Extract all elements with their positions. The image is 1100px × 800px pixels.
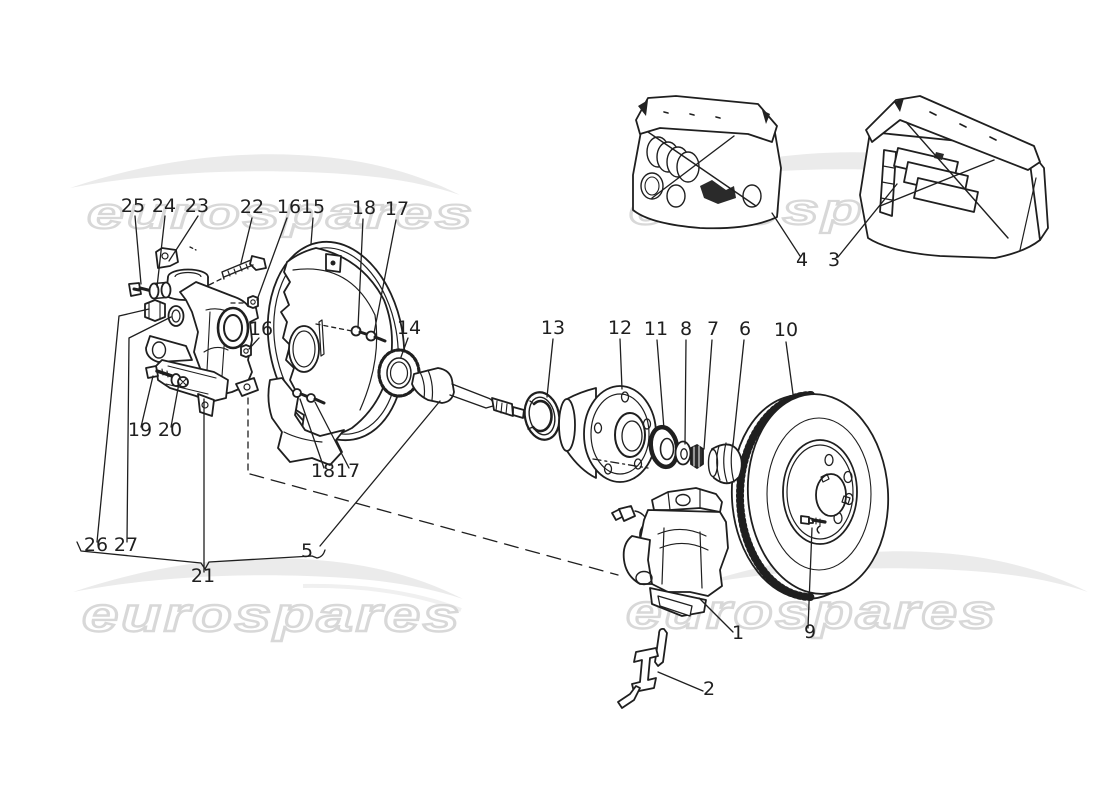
part-label-27: 27 xyxy=(114,534,138,556)
wheel-bolt-9-drawing xyxy=(800,515,827,526)
watermark-text: eurospares xyxy=(87,189,475,238)
knuckle-bearing-bore xyxy=(216,306,250,350)
part-label-20: 20 xyxy=(158,419,182,441)
part-label-24: 24 xyxy=(152,195,176,217)
shield-screws-lower xyxy=(292,388,326,405)
part-number-labels: 25 24 23 22 16 15 18 17 14 16 13 12 11 8… xyxy=(84,195,840,700)
part-label-19: 19 xyxy=(128,419,152,441)
part-label-13: 13 xyxy=(541,317,565,339)
shaft-assembly-leader xyxy=(319,400,441,547)
bearing-13-drawing xyxy=(523,391,561,441)
pad-spring-clip-drawing xyxy=(617,627,668,709)
nut-7-drawing xyxy=(690,444,704,469)
oil-seal-14-drawing xyxy=(377,348,421,398)
part-label-2: 2 xyxy=(703,678,715,700)
part-label-22: 22 xyxy=(240,196,264,218)
part-label-4: 4 xyxy=(796,249,808,271)
watermark-bottom-left: eurospares xyxy=(73,558,463,643)
shield-screws-upper xyxy=(350,325,387,343)
bolt-19-drawing xyxy=(145,365,174,379)
shield-lower-flap xyxy=(267,377,345,466)
part-label-23: 23 xyxy=(185,195,209,217)
part-label-17-top: 17 xyxy=(385,198,409,220)
part-label-16-top: 16 xyxy=(277,196,301,218)
seal-kit-bag-drawing xyxy=(632,95,782,230)
part-label-17-bottom: 17 xyxy=(336,460,360,482)
watermark-top-left: eurospares xyxy=(70,154,475,239)
pad-kit-bag-drawing xyxy=(859,95,1049,259)
part-label-6: 6 xyxy=(739,318,751,340)
car-swoosh-echo xyxy=(302,583,462,612)
part-label-10: 10 xyxy=(774,319,798,341)
brake-disc-drawing xyxy=(730,391,890,601)
bearing-11-drawing xyxy=(648,424,680,470)
fitting-25-drawing xyxy=(128,282,154,297)
part-label-3: 3 xyxy=(828,249,840,271)
brake-caliper-drawing xyxy=(611,487,729,617)
bolt-20-drawing xyxy=(170,373,189,388)
group-bracket-line xyxy=(76,541,326,570)
leader-lines xyxy=(76,183,898,692)
part-label-25: 25 xyxy=(121,195,145,217)
grease-cap-6-drawing xyxy=(707,442,743,485)
part-label-7: 7 xyxy=(707,318,719,340)
bushing-24-drawing xyxy=(148,281,172,300)
shield-hub-hole xyxy=(288,325,320,373)
part-label-21: 21 xyxy=(191,565,215,587)
drive-shaft-drawing xyxy=(411,367,525,419)
part-label-5: 5 xyxy=(301,540,313,562)
hub-12-drawing xyxy=(558,385,657,483)
part-label-11: 11 xyxy=(644,318,668,340)
part-label-1: 1 xyxy=(732,622,744,644)
part-label-14: 14 xyxy=(397,317,421,339)
bore-notch xyxy=(816,525,821,534)
part-label-12: 12 xyxy=(608,317,632,339)
part-label-18-top: 18 xyxy=(352,197,376,219)
nut-16-upper-drawing xyxy=(247,295,259,309)
construction-lines xyxy=(189,246,649,576)
washer-8-drawing xyxy=(674,440,692,466)
diagram-artwork xyxy=(128,95,1049,709)
caliper-bolt-22-drawing xyxy=(221,255,267,280)
part-label-15: 15 xyxy=(301,196,325,218)
dust-shield-drawing xyxy=(266,240,406,466)
part-label-8: 8 xyxy=(680,318,692,340)
part-label-18-bottom: 18 xyxy=(311,460,335,482)
pivot-nut-washer-drawing xyxy=(144,299,185,327)
watermark-text: eurospares xyxy=(82,589,462,642)
shield-slot xyxy=(318,319,325,357)
part-label-9: 9 xyxy=(804,621,816,643)
nut-16-mid-drawing xyxy=(240,344,252,358)
caliper-position-line xyxy=(249,473,619,576)
part-label-26: 26 xyxy=(84,534,108,556)
part-label-16-mid: 16 xyxy=(249,318,273,340)
hub-carrier-drawing xyxy=(128,247,267,417)
